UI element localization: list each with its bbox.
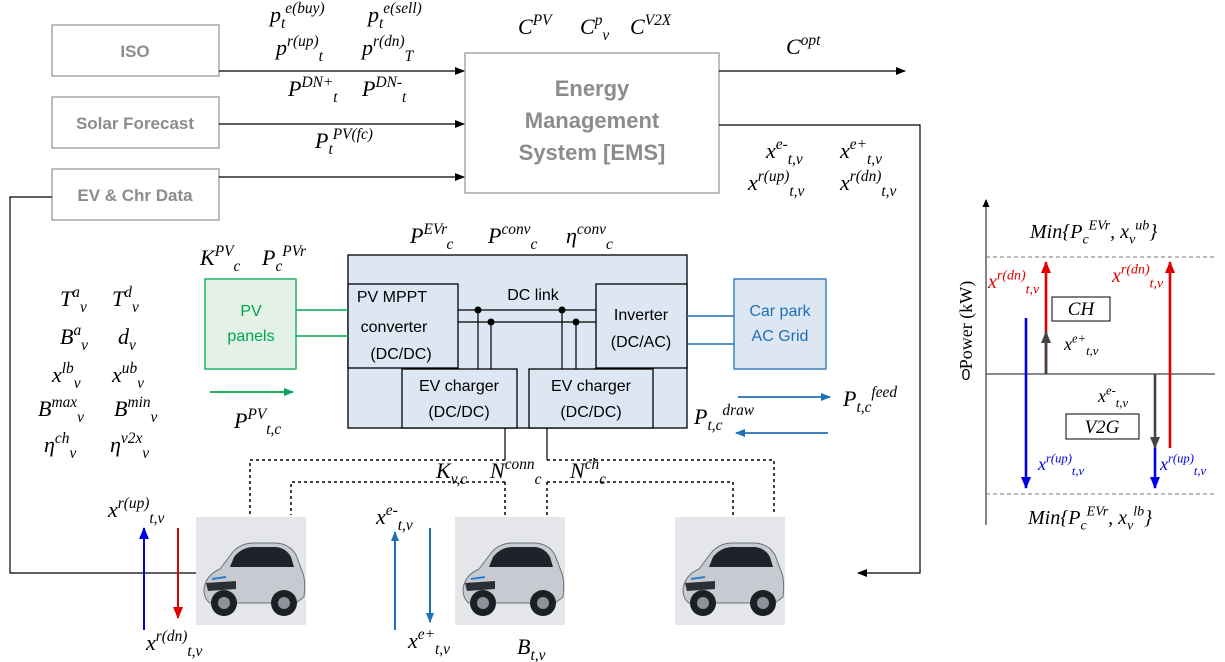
ev-charger-2-box xyxy=(528,368,654,429)
c-pv-label: CPV xyxy=(518,12,553,39)
inverter-box xyxy=(595,283,688,369)
electric-car-2 xyxy=(454,516,566,626)
chart-xe-plus-label: xe+t,v xyxy=(1063,331,1099,358)
chart-top-bound-label: Min{PcEVr, xvub} xyxy=(1029,219,1157,248)
ch-label: CH xyxy=(1068,299,1096,320)
ev-charger-2-label-1: EV charger xyxy=(551,378,632,395)
connection-dashed-1 xyxy=(249,459,505,515)
ev-param-2-b: xubv xyxy=(111,360,144,392)
k-pv-label: KPVc xyxy=(199,243,241,275)
chart-bottom-bound-label: Min{PcEVr, xvlb} xyxy=(1027,505,1152,534)
c-opt-label: Copt xyxy=(786,32,821,59)
ev-param-0-b: Tdv xyxy=(112,284,139,316)
iso-box: ISO xyxy=(51,24,220,77)
c-v2x-label: CV2X xyxy=(630,12,672,39)
p-feed-label: Pt,cfeed xyxy=(842,384,897,416)
ems-xe-minus-label: xe-t,v xyxy=(765,136,803,168)
ems-xr-dn-label: xr(dn)t,v xyxy=(839,168,897,200)
car-park-grid-box xyxy=(733,278,827,370)
ems-box: Energy Management System [EMS] xyxy=(464,52,720,194)
vehicle-xe-plus-label: xe+t,v xyxy=(407,626,450,658)
ems-xr-up-label: xr(up)t,v xyxy=(747,168,805,200)
p-sell-label: pte(sell) xyxy=(366,0,422,32)
vehicle-xe-minus-label: xe-t,v xyxy=(375,502,413,534)
p-rdn-label: pr(dn)T xyxy=(360,33,415,65)
ev-param-3-a: Bmaxv xyxy=(38,394,84,426)
connection-dashed-4 xyxy=(547,481,734,515)
k-vc-label: Kv,c xyxy=(435,458,467,488)
ev-charger-1-label-1: EV charger xyxy=(419,378,500,395)
p-conv-label: Pconvc xyxy=(487,221,538,253)
ev-param-1-b: dv xyxy=(118,324,136,354)
ems-to-vehicles-line xyxy=(719,124,921,577)
pv-panels-label-2: panels xyxy=(227,328,274,345)
n-ch-label: Nchc xyxy=(569,456,606,488)
p-buy-label: pte(buy) xyxy=(268,0,325,32)
power-chart: Power (kW) 0 CH V2G xyxy=(956,199,1215,525)
electric-car-3 xyxy=(674,516,786,626)
car-park-label-2: AC Grid xyxy=(752,328,809,345)
v2g-box xyxy=(1065,413,1140,440)
evdata-to-vehicles-line xyxy=(9,196,196,574)
chart-xr-dn-right-label: xr(dn)t,v xyxy=(1111,263,1164,292)
mppt-label-2: converter xyxy=(361,319,428,336)
ev-charger-1-label-2: (DC/DC) xyxy=(428,404,489,421)
ems-label-line2: Management xyxy=(525,108,660,133)
solar-forecast-box: Solar Forecast xyxy=(51,96,220,149)
mppt-converter-box xyxy=(347,283,459,369)
ev-param-4-b: ηv2xv xyxy=(110,430,149,462)
p-evr-label: PEVrc xyxy=(409,221,454,253)
vehicle-b-label: Bt,v xyxy=(517,634,546,662)
n-conn-label: Nconnc xyxy=(489,456,542,488)
chart-xr-dn-left-label: xr(dn)t,v xyxy=(987,269,1040,298)
ev-param-4-a: ηchv xyxy=(44,430,76,462)
inverter-label-1: Inverter xyxy=(614,307,669,324)
ch-box xyxy=(1051,296,1111,322)
p-dnplus-label: PDN+t xyxy=(287,74,338,106)
inverter-label-2: (DC/AC) xyxy=(611,334,671,351)
p-pv-flow-label: PPVt,c xyxy=(233,406,281,438)
ems-xe-plus-label: xe+t,v xyxy=(839,136,882,168)
power-axis-label: Power (kW) xyxy=(956,281,977,369)
iso-label: ISO xyxy=(120,42,149,61)
pv-panels-label-1: PV xyxy=(240,303,262,320)
v2g-label: V2G xyxy=(1085,417,1120,438)
p-pvr-label: PcPVr xyxy=(261,243,307,275)
c-p-v-label: Cpv xyxy=(580,12,609,44)
vehicle-xr-dn-label: xr(dn)t,v xyxy=(145,628,203,660)
electric-car-1 xyxy=(195,516,307,626)
ems-label-line1: Energy xyxy=(555,76,630,101)
vehicle-xr-up-label: xr(up)t,v xyxy=(107,495,165,527)
ev-charger-1-box xyxy=(401,368,518,429)
ev-charger-data-label: EV & Chr Data xyxy=(77,186,193,205)
chart-xr-up-right-label: xr(up)t,v xyxy=(1159,451,1207,478)
ev-charger-2-label-2: (DC/DC) xyxy=(560,404,621,421)
solar-forecast-signal: PtPV(fc) xyxy=(314,126,373,158)
ev-param-3-b: Bminv xyxy=(114,394,158,426)
eta-conv-label: ηconvc xyxy=(566,221,613,253)
mppt-label-3: (DC/DC) xyxy=(370,346,431,363)
zero-tick-label: 0 xyxy=(962,367,971,384)
p-dnminus-label: PDN-t xyxy=(361,74,407,106)
dc-link-label: DC link xyxy=(507,287,560,304)
solar-forecast-label: Solar Forecast xyxy=(76,114,194,133)
p-rup-label: pr(up)t xyxy=(274,33,324,65)
ev-param-2-a: xlbv xyxy=(51,360,81,392)
p-draw-label: Pt,cdraw xyxy=(693,402,755,434)
connection-dashed-2 xyxy=(290,481,505,515)
car-park-label-1: Car park xyxy=(749,303,811,320)
math-labels: pte(buy) pte(sell) pr(up)t pr(dn)T PDN+t PDN-… xyxy=(38,0,1207,662)
pv-panels-box xyxy=(204,278,297,370)
ems-label-line3: System [EMS] xyxy=(519,140,666,165)
chart-xe-minus-label: xe-t,v xyxy=(1097,383,1128,410)
ev-charger-data-box: EV & Chr Data xyxy=(51,168,220,221)
ev-param-1-a: Bav xyxy=(60,322,88,354)
chart-xr-up-left-label: xr(up)t,v xyxy=(1037,451,1085,478)
ev-param-0-a: Tav xyxy=(60,284,87,316)
mppt-label-1: PV MPPT xyxy=(357,289,427,306)
